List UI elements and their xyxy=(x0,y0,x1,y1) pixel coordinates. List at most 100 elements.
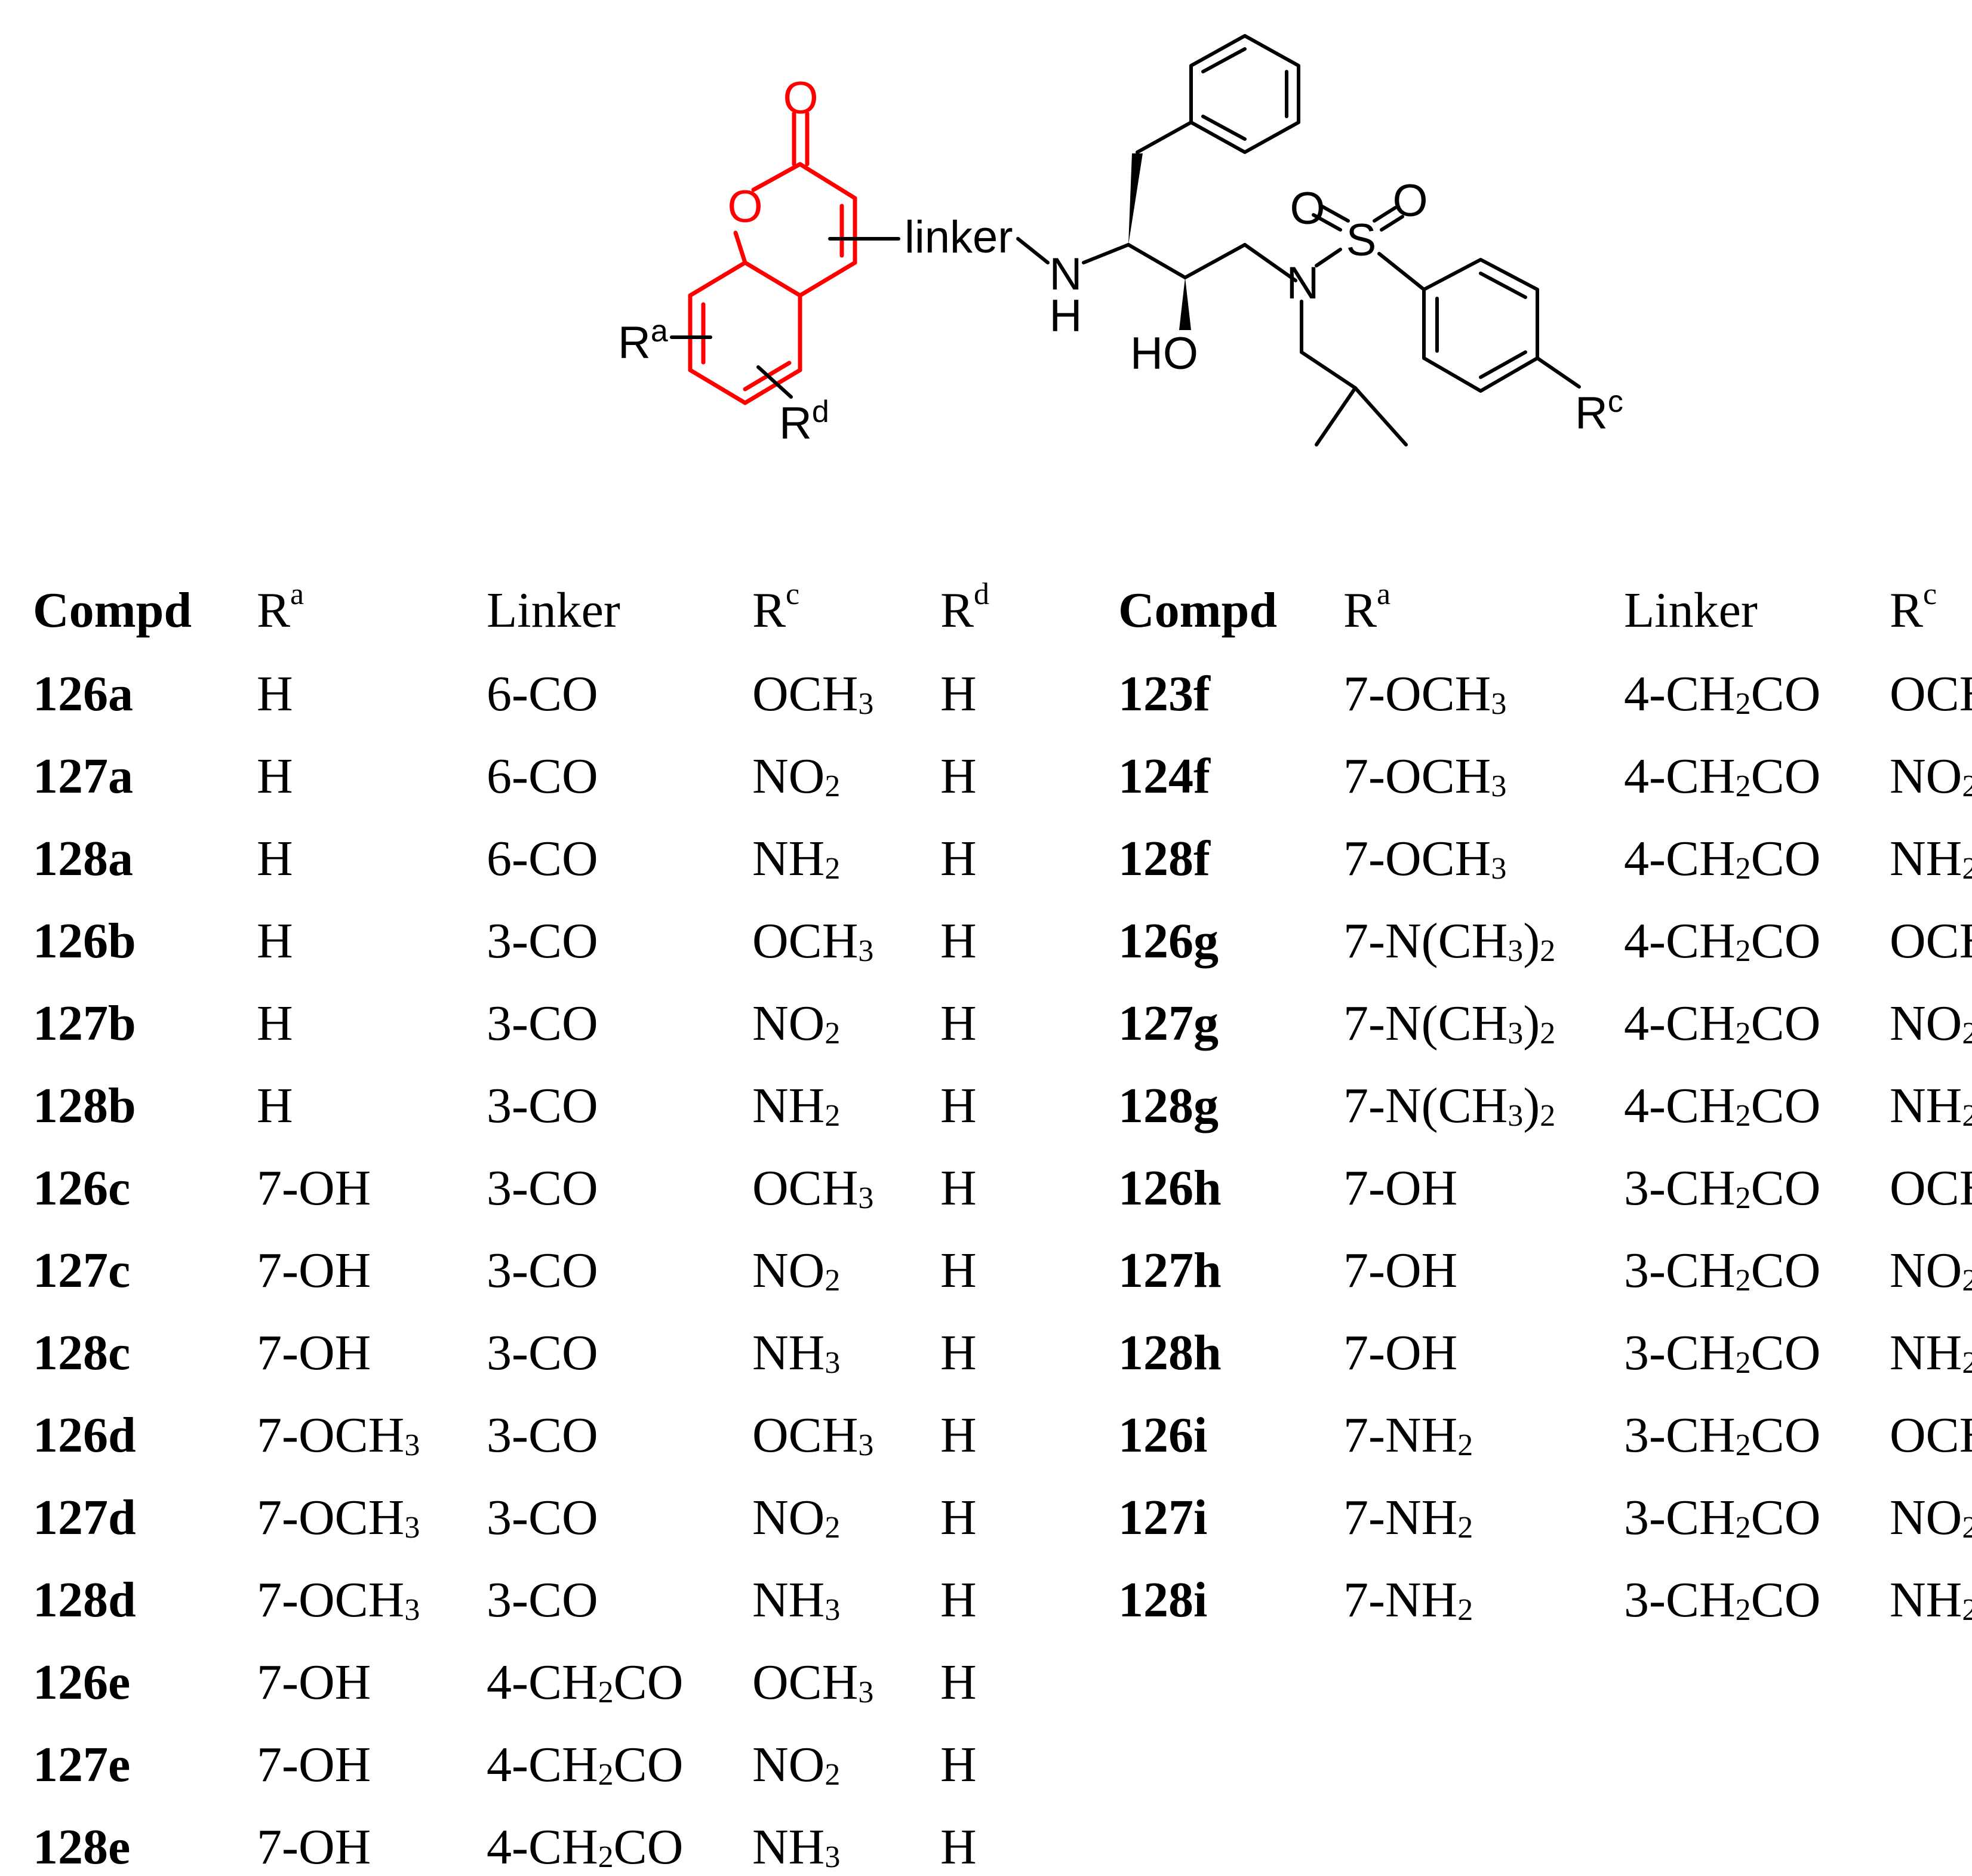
rc-value: NO2 xyxy=(752,1737,841,1792)
rc-label: Rc xyxy=(1575,384,1623,439)
header-rd-left: Rd xyxy=(940,577,990,639)
linker-value: 3-CO xyxy=(487,996,598,1051)
linker-value: 3-CO xyxy=(487,913,598,969)
compound-id: 128f xyxy=(1118,831,1210,886)
linker-value: 3-CH2CO xyxy=(1624,1407,1821,1463)
compound-id: 128e xyxy=(33,1819,131,1875)
rc-value: NO2 xyxy=(1890,748,1972,804)
ra-value: 7-OH xyxy=(257,1737,371,1792)
ra-value: 7-OCH3 xyxy=(1343,666,1507,722)
ra-value: 7-N(CH3)2 xyxy=(1343,913,1556,969)
rd-value: H xyxy=(940,1078,977,1133)
rc-value: NH2 xyxy=(752,831,841,886)
chemical-structure: O O linker N H HO N S O O Ra Rd Rc xyxy=(618,34,1623,449)
linker-value: 3-CO xyxy=(487,1243,598,1298)
ra-value: 7-OCH3 xyxy=(257,1407,420,1463)
linker-value: 3-CH2CO xyxy=(1624,1325,1821,1381)
rc-value: OCH3 xyxy=(752,666,874,722)
linker-value: 3-CH2CO xyxy=(1624,1160,1821,1216)
wedge-bond-benzyl xyxy=(1128,153,1143,245)
rd-value: H xyxy=(940,996,977,1051)
linker-value: 4-CH2CO xyxy=(1624,1078,1821,1133)
ra-value: 7-OH xyxy=(257,1655,371,1710)
compound-id: 124f xyxy=(1118,748,1210,804)
ra-value: H xyxy=(257,666,293,722)
rc-value: OCH3 xyxy=(752,913,874,969)
rc-value: NH2 xyxy=(1890,831,1972,886)
wedge-bond-hydroxyl xyxy=(1179,278,1191,330)
linker-label: linker xyxy=(905,212,1013,263)
ra-value: 7-OH xyxy=(257,1160,371,1216)
rd-value: H xyxy=(940,666,977,722)
rd-value: H xyxy=(940,913,977,969)
rc-value: NH2 xyxy=(752,1078,841,1133)
compound-id: 126i xyxy=(1118,1407,1208,1463)
amine-h-label: H xyxy=(1050,291,1082,341)
compound-id: 126a xyxy=(33,666,133,722)
rc-value: OCH3 xyxy=(1890,666,1972,722)
rd-value: H xyxy=(940,831,977,886)
linker-value: 6-CO xyxy=(487,666,598,722)
header-rc-left: Rc xyxy=(752,577,800,639)
ra-value: 7-OH xyxy=(257,1325,371,1381)
linker-value: 3-CH2CO xyxy=(1624,1243,1821,1298)
linker-value: 4-CH2CO xyxy=(1624,748,1821,804)
linker-value: 4-CH2CO xyxy=(1624,666,1821,722)
amine-n-label: N xyxy=(1050,249,1082,300)
rc-value: NO2 xyxy=(1890,1490,1972,1545)
linker-value: 3-CO xyxy=(487,1407,598,1463)
compound-id: 126h xyxy=(1118,1160,1222,1216)
rc-value: NO2 xyxy=(752,996,841,1051)
compound-id: 128h xyxy=(1118,1325,1222,1381)
compound-id: 127h xyxy=(1118,1243,1222,1298)
linker-value: 4-CH2CO xyxy=(1624,913,1821,969)
rc-value: NH2 xyxy=(1890,1325,1972,1381)
rd-value: H xyxy=(940,1490,977,1545)
ra-value: 7-OCH3 xyxy=(257,1572,420,1628)
compound-id: 128g xyxy=(1118,1078,1219,1133)
header-compd-right: Compd xyxy=(1118,583,1278,638)
rd-value: H xyxy=(940,1325,977,1381)
linker-value: 3-CO xyxy=(487,1078,598,1133)
compound-id: 128b xyxy=(33,1078,136,1133)
header-linker-left: Linker xyxy=(487,583,620,638)
header-ra-left: Ra xyxy=(257,577,304,639)
linker-value: 4-CH2CO xyxy=(1624,831,1821,886)
compound-id: 128a xyxy=(33,831,133,886)
linker-value: 4-CH2CO xyxy=(1624,996,1821,1051)
compound-id: 128d xyxy=(33,1572,136,1628)
linker-value: 4-CH2CO xyxy=(487,1655,684,1710)
rc-value: OCH3 xyxy=(1890,1160,1972,1216)
ra-value: 7-OH xyxy=(257,1819,371,1875)
compound-id: 128i xyxy=(1118,1572,1208,1628)
linker-value: 3-CO xyxy=(487,1490,598,1545)
rd-value: H xyxy=(940,1407,977,1463)
compound-id: 127a xyxy=(33,748,133,804)
rc-value: NH2 xyxy=(1890,1572,1972,1628)
rd-value: H xyxy=(940,1819,977,1875)
header-ra-right: Ra xyxy=(1343,577,1391,639)
compound-id: 127i xyxy=(1118,1490,1208,1545)
rd-value: H xyxy=(940,1655,977,1710)
compound-id: 127b xyxy=(33,996,136,1051)
ra-value: 7-OH xyxy=(1343,1325,1458,1381)
ra-value: H xyxy=(257,996,293,1051)
compound-id: 126b xyxy=(33,913,136,969)
bond-lines xyxy=(670,34,1581,446)
ra-label: Ra xyxy=(618,314,668,368)
rc-value: NO2 xyxy=(752,1490,841,1545)
header-rc-right: Rc xyxy=(1890,577,1937,639)
sulfonyl-oxygen-2-label: O xyxy=(1392,175,1428,226)
rc-value: NH3 xyxy=(752,1572,841,1628)
coumarin-core xyxy=(688,111,857,405)
ra-value: 7-N(CH3)2 xyxy=(1343,996,1556,1051)
compound-id: 128c xyxy=(33,1325,131,1381)
compound-id: 127d xyxy=(33,1490,136,1545)
rc-value: NH2 xyxy=(1890,1078,1972,1133)
rc-value: NO2 xyxy=(1890,996,1972,1051)
carbonyl-oxygen-label: O xyxy=(783,73,818,124)
linker-value: 6-CO xyxy=(487,748,598,804)
ra-value: 7-N(CH3)2 xyxy=(1343,1078,1556,1133)
ra-value: 7-OCH3 xyxy=(1343,831,1507,886)
compound-id: 126d xyxy=(33,1407,136,1463)
